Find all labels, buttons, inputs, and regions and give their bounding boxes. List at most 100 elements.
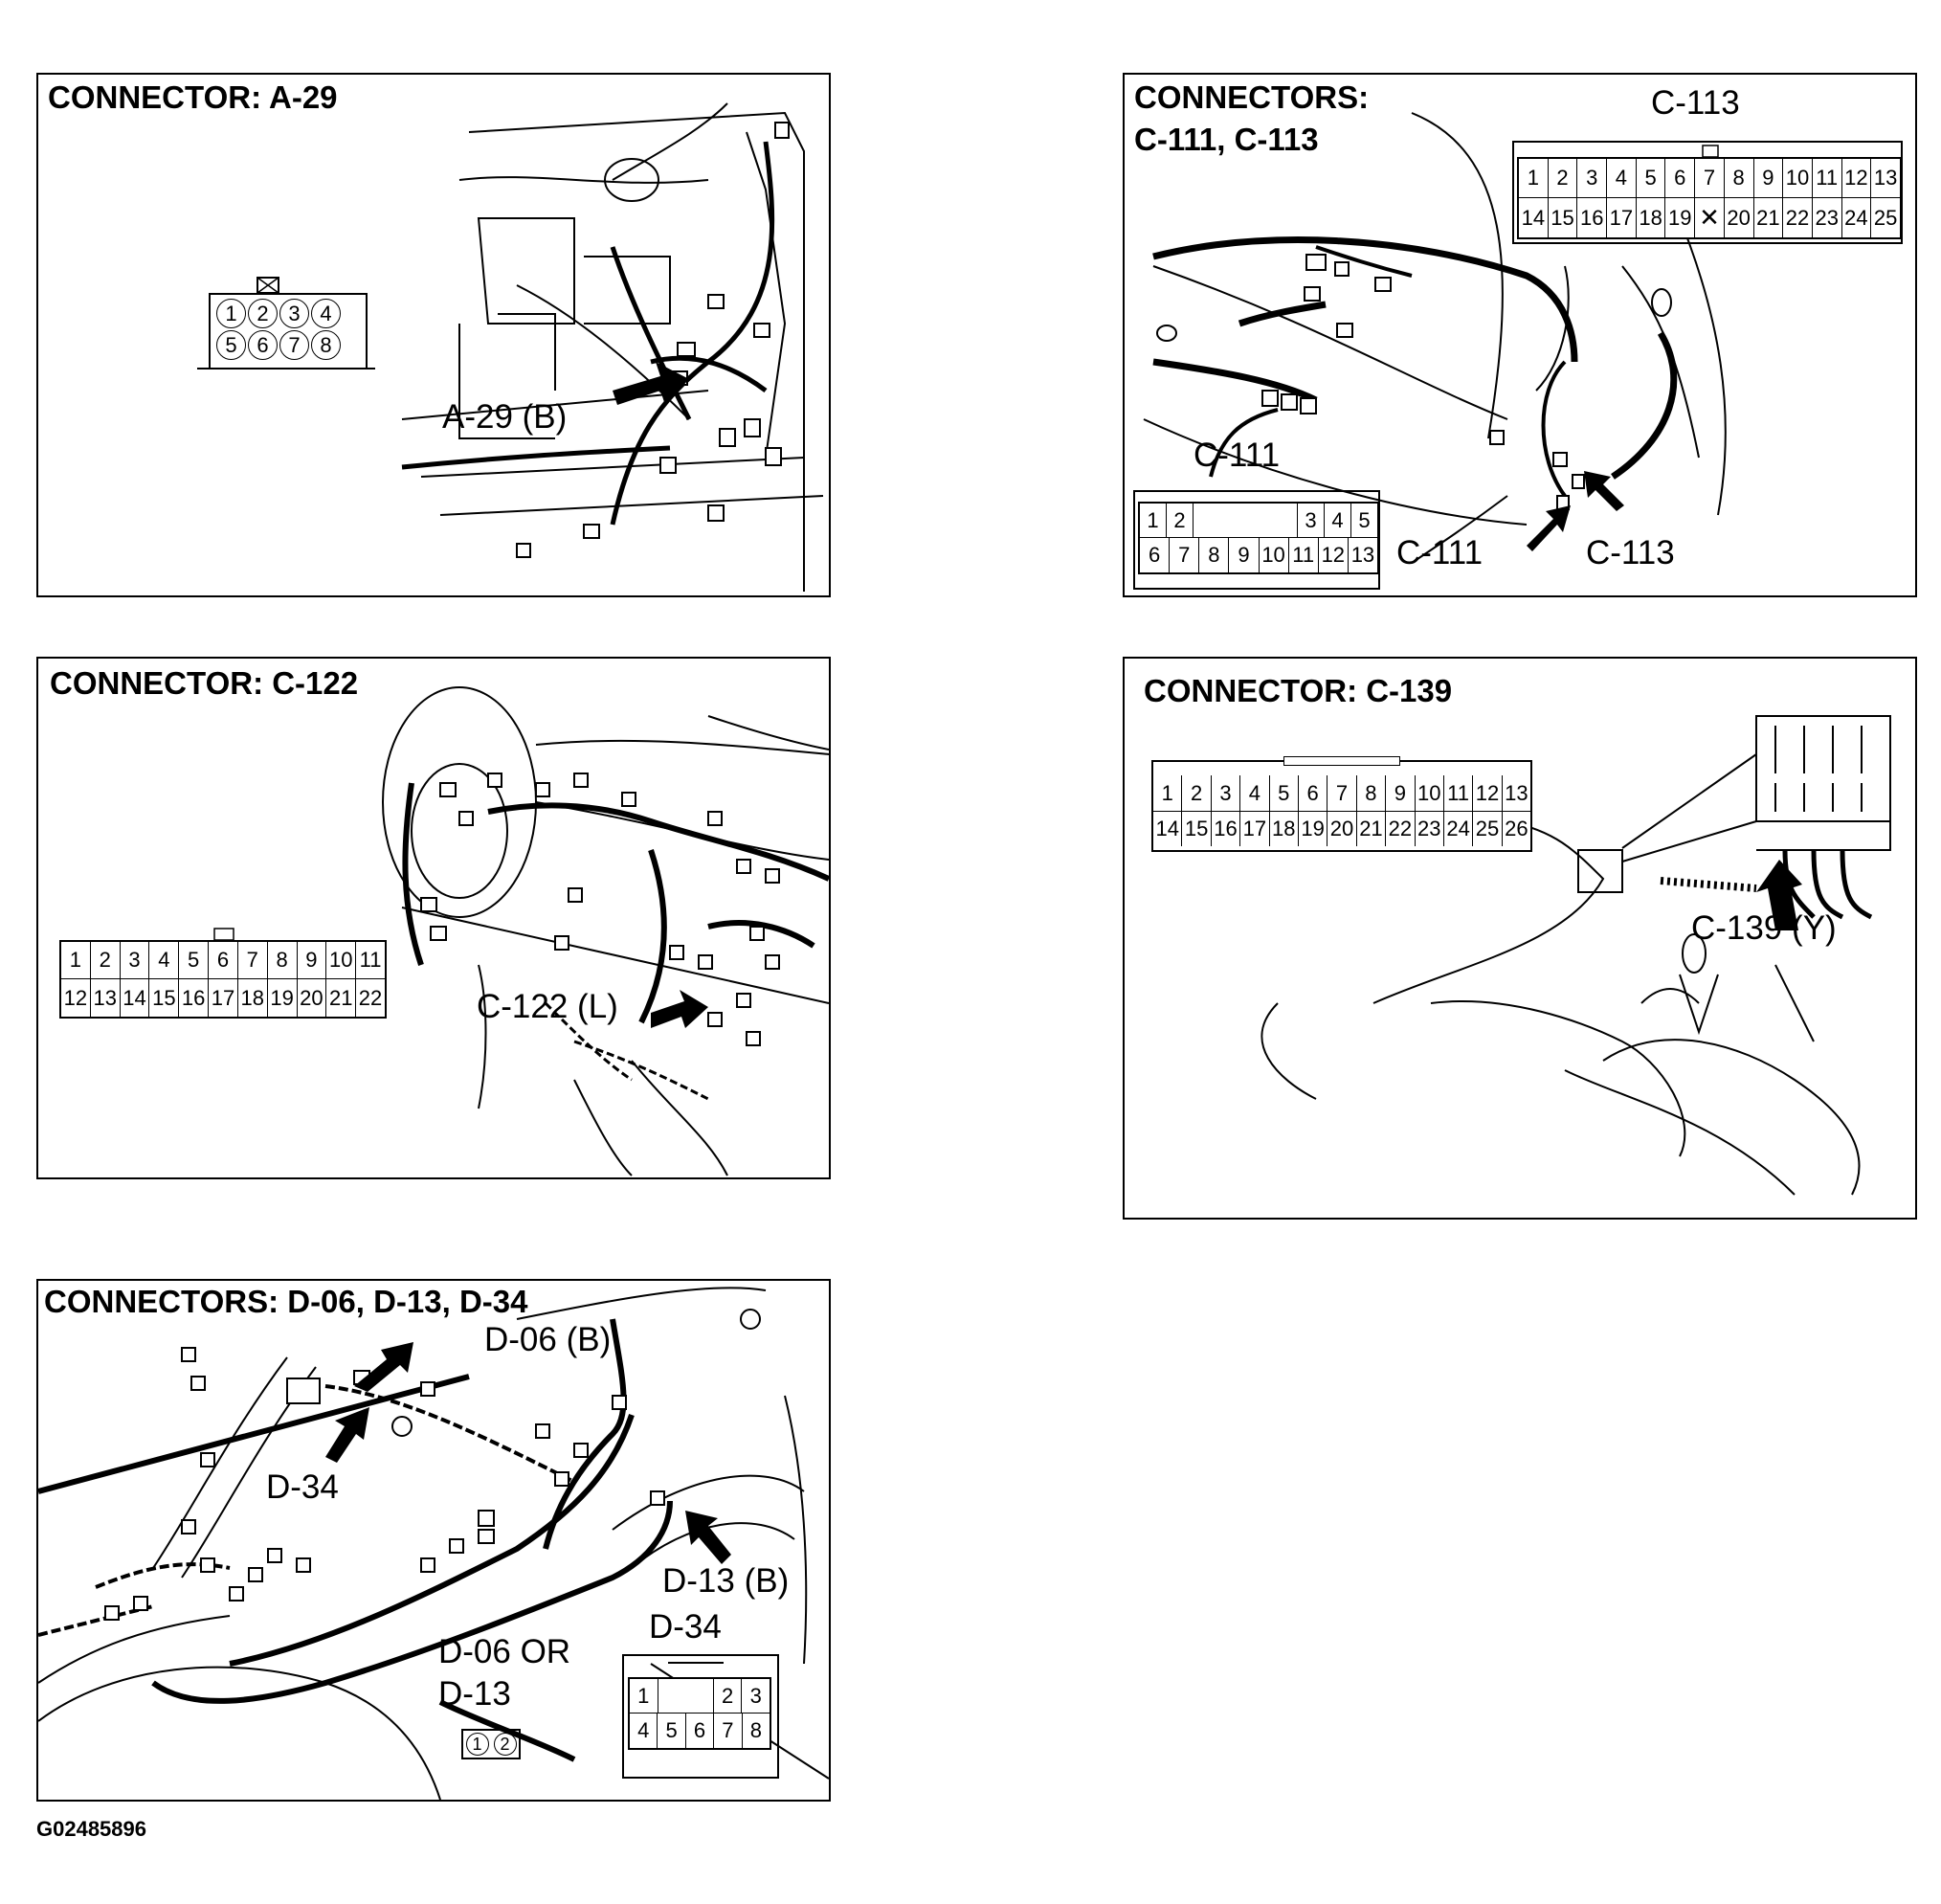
- pin: 2: [493, 1733, 517, 1756]
- pin: 21: [1357, 812, 1387, 846]
- pin-row-top: 1 2 3 4 5 6 7 8 9 10 11 12 13: [1519, 159, 1900, 198]
- connector-face-d06-d13: 1 2: [461, 1729, 521, 1759]
- pin: 5: [1351, 504, 1377, 538]
- pin: 22: [1386, 812, 1416, 846]
- harness-illustration-c139: [1261, 715, 1891, 1196]
- pin: 18: [1270, 812, 1299, 846]
- lock-tab: [668, 1654, 724, 1664]
- pin: 8: [311, 330, 341, 360]
- pin: 11: [356, 942, 385, 979]
- connector-face-c139: 1 2 3 4 5 6 7 8 9 10 11 12 13 14 15 16 1…: [1151, 756, 1532, 852]
- pin: 7: [714, 1714, 743, 1748]
- callout-d06: D-06 (B): [484, 1321, 612, 1358]
- pin: 2: [713, 1679, 743, 1714]
- figure-code: G02485896: [36, 1817, 146, 1841]
- pin: 4: [311, 299, 341, 328]
- pin: 6: [1140, 538, 1171, 572]
- panel-c111-c113: CONNECTORS: C-111, C-113 C-113 C-111 C-1…: [1123, 73, 1917, 597]
- pin: 3: [1298, 504, 1325, 538]
- pin: 10: [326, 942, 357, 979]
- pin: 19: [1299, 812, 1328, 846]
- pin: 8: [1199, 538, 1230, 572]
- panel-c122: CONNECTOR: C-122 C-122 (L) 1 2 3 4 5 6 7…: [36, 657, 831, 1179]
- pin: 7: [1170, 538, 1200, 572]
- panel-a29: CONNECTOR: A-29 A-29 (B) 1 2 3 4 5 6 7 8: [36, 73, 831, 597]
- panel-title-line1: CONNECTORS:: [1134, 79, 1370, 115]
- pin: 1: [61, 942, 91, 979]
- pin: 13: [1871, 159, 1900, 198]
- pin: 7: [1327, 775, 1357, 812]
- d13-label: D-13: [438, 1675, 511, 1713]
- pin: 6: [1665, 159, 1696, 198]
- pin: 17: [1240, 812, 1270, 846]
- pin: 19: [268, 979, 298, 1017]
- pin: 5: [216, 330, 246, 360]
- pin: 9: [1386, 775, 1416, 812]
- pin: 8: [1724, 159, 1754, 198]
- pin: 13: [1350, 543, 1375, 567]
- pin: 2: [1548, 159, 1578, 198]
- pin-gap: [658, 1679, 714, 1714]
- harness-illustration-d: [38, 1287, 829, 1800]
- pin: 18: [1637, 198, 1666, 237]
- pin: 22: [358, 985, 383, 1010]
- pin: 4: [1325, 504, 1351, 538]
- pin: 16: [179, 979, 210, 1017]
- pin: 21: [326, 979, 357, 1017]
- connector-face-c111: 1 2 3 4 5 6 7 8 9 10 11 12 13: [1138, 502, 1379, 574]
- harness-illustration-c111-c113: [1133, 112, 1903, 590]
- pin: 1: [216, 299, 246, 328]
- callout-label: A-29 (B): [442, 398, 568, 436]
- pin-row-bottom: 12 13 14 15 16 17 18 19 20 21 22: [61, 979, 385, 1017]
- pin: 10: [1783, 159, 1813, 198]
- pin-row-bottom: 14 15 16 17 18 19 ✕ 20 21 22 23 24 25: [1519, 198, 1900, 237]
- pin-row-bottom: 6 7 8 9 10 11 12 13: [1140, 538, 1377, 572]
- pin: 7: [237, 942, 268, 979]
- panel-title: CONNECTOR: C-139: [1144, 673, 1453, 708]
- pin: 10: [1415, 775, 1444, 812]
- pin: 2: [90, 942, 121, 979]
- pin: 3: [1577, 159, 1608, 198]
- pin: 14: [121, 979, 150, 1017]
- pin-slot: 2: [491, 1731, 519, 1758]
- d34-face-label: D-34: [649, 1608, 722, 1646]
- connector-base-line: [197, 368, 375, 370]
- panel-title-line2: C-111, C-113: [1134, 122, 1319, 157]
- c113-face-label: C-113: [1651, 84, 1740, 122]
- pin: 17: [1607, 198, 1637, 237]
- d34-pin-grid: 1 2 3 4 5 6 7 8: [628, 1677, 771, 1750]
- pin: 14: [1153, 812, 1183, 846]
- connector-face-d34: 1 2 3 4 5 6 7 8: [622, 1654, 779, 1779]
- pin: 6: [686, 1714, 715, 1748]
- pin-row-bottom: 14 15 16 17 18 19 20 21 22 23 24 25 26: [1153, 812, 1530, 846]
- pin: 9: [1229, 538, 1260, 572]
- pin: 23: [1416, 812, 1444, 846]
- pin: 6: [209, 942, 238, 979]
- panel-title: CONNECTOR: C-122: [50, 665, 359, 701]
- pin: 23: [1813, 198, 1842, 237]
- pin: 1: [1140, 504, 1167, 538]
- pin: 4: [630, 1714, 658, 1748]
- pin-gap: [1219, 504, 1245, 538]
- pin: 13: [91, 979, 121, 1017]
- pin-row-top: 1 2 3 4 5 6 7 8 9 10 11: [61, 942, 385, 979]
- pin: 9: [1753, 159, 1784, 198]
- pin: 6: [1298, 775, 1328, 812]
- pin: 17: [209, 979, 238, 1017]
- pin: 9: [297, 942, 327, 979]
- pin-slot: 1: [463, 1731, 491, 1758]
- pin: 21: [1754, 198, 1784, 237]
- pin: 8: [1356, 775, 1387, 812]
- pin: 4: [149, 942, 180, 979]
- pin: 2: [1167, 504, 1194, 538]
- pin-row-top: 1 2 3 4 5 6 7 8 9 10 11 12 13: [1153, 775, 1531, 812]
- pin: 1: [1519, 159, 1549, 198]
- harness-illustration-c122: [213, 686, 829, 1176]
- pin: 22: [1783, 198, 1813, 237]
- lock-tab: [1283, 756, 1400, 766]
- a29-lock-icon: [257, 277, 279, 294]
- callout-c113: C-113: [1586, 534, 1675, 571]
- pin: 11: [1289, 538, 1319, 572]
- pin: 3: [279, 299, 309, 328]
- pin: 4: [1607, 159, 1637, 198]
